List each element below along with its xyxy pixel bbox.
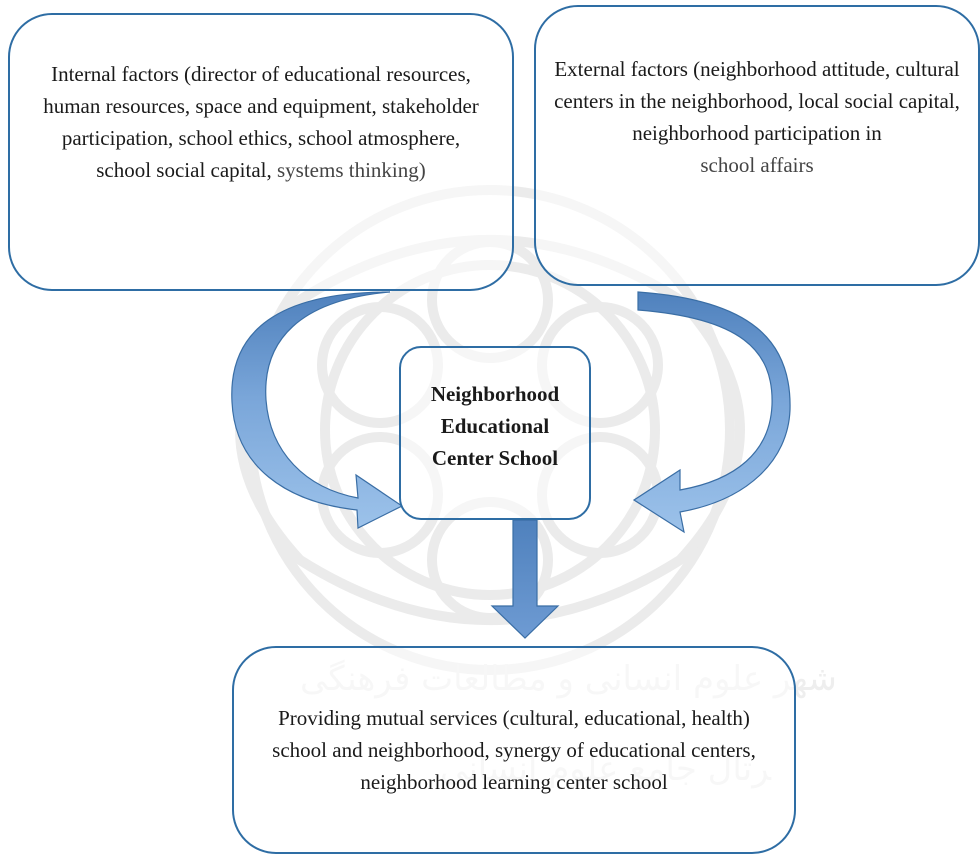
external-factors-main: External factors (neighborhood attitude,… [554,56,960,145]
center-line-1: Neighborhood [430,382,560,406]
outcomes-text: Providing mutual services (cultural, edu… [272,706,756,794]
down-arrow [490,519,560,639]
left-curved-arrow [231,291,404,529]
internal-factors-box: Internal factors (director of educationa… [8,13,514,291]
right-curved-arrow [632,291,791,534]
outcomes-box: Providing mutual services (cultural, edu… [232,646,796,854]
internal-factors-main: Internal factors (director of educationa… [43,62,479,182]
center-school-title: Neighborhood Educational Center School [431,378,559,474]
external-factors-tail: school affairs [700,152,814,177]
internal-factors-tail: systems thinking) [271,158,426,182]
center-school-box: Neighborhood Educational Center School [399,346,591,520]
center-line-2: Educational [440,414,550,438]
external-factors-text: External factors (neighborhood attitude,… [554,53,960,181]
center-line-3: Center School [431,446,559,470]
external-factors-box: External factors (neighborhood attitude,… [534,5,980,286]
internal-factors-text: Internal factors (director of educationa… [32,58,490,186]
